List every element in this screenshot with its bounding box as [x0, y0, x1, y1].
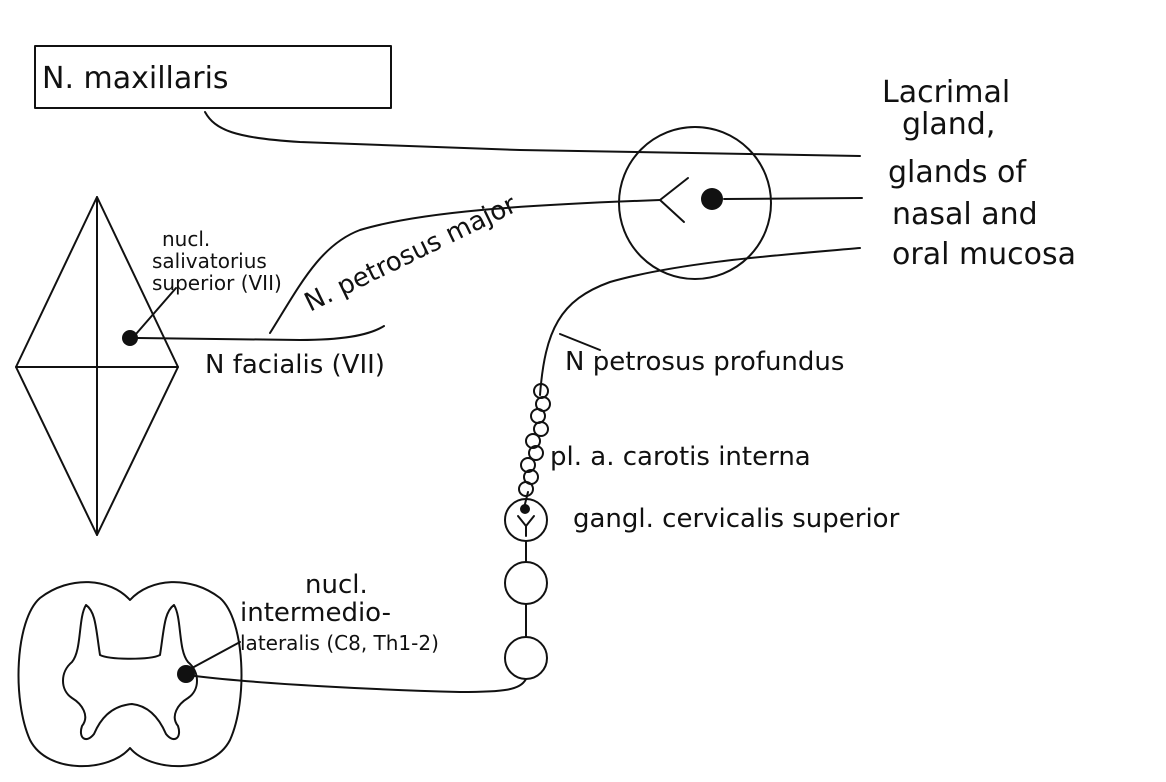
synapse-fork: [659, 177, 689, 223]
sympathetic-ganglion-middle: [504, 561, 548, 605]
n-maxillaris-label: N. maxillaris: [42, 61, 229, 96]
carotid-plexus: [518, 383, 551, 497]
n-petrosus-major-label: N. petrosus major: [300, 190, 522, 319]
gangl-cervicalis-label: gangl. cervicalis superior: [573, 504, 900, 534]
target-label-2: gland,: [902, 107, 995, 142]
target-label-5: oral mucosa: [892, 237, 1076, 272]
nucl-intermediolateralis-label-2: intermedio-: [240, 598, 391, 628]
n-petrosus-major-nerve: [269, 199, 661, 334]
n-maxillaris-box: [34, 45, 392, 109]
n-maxillaris-nerve: [204, 111, 861, 157]
nucl-intermediolateralis-label-3: lateralis (C8, Th1-2): [240, 631, 439, 655]
target-label-1: Lacrimal: [882, 75, 1010, 110]
nucl-intermediolateralis-dot: [177, 665, 195, 683]
nucl-intermediolateralis-label-1: nucl.: [305, 570, 368, 600]
target-label-4: nasal and: [892, 197, 1038, 232]
n-petrosus-profundus-label: N petrosus profundus: [565, 347, 844, 377]
nucl-salivatorius-label-3: superior (VII): [152, 271, 282, 295]
gangl-cell-body: [520, 504, 530, 514]
postganglionic-fiber: [723, 197, 863, 200]
nucl-salivatorius-pointer: [135, 287, 177, 335]
sympathetic-trunk: [459, 540, 527, 693]
n-facialis-label: N facialis (VII): [205, 350, 385, 380]
gangl-synapse-fork: [517, 515, 535, 537]
postganglionic-sympathetic-fiber: [524, 491, 529, 505]
pterygopalatine-ganglion: [618, 126, 772, 280]
ganglion-cell-body: [701, 188, 723, 210]
n-petrosus-profundus-pointer: [559, 333, 601, 351]
sympathetic-ganglion-lower: [504, 636, 548, 680]
nucl-salivatorius-label-1: nucl.: [162, 227, 210, 251]
preganglionic-sympathetic-fiber: [194, 675, 461, 693]
target-label-3: glands of: [888, 155, 1027, 190]
nucl-salivatorius-dot: [122, 330, 138, 346]
spinal-cord-outline: [17, 581, 243, 768]
n-petrosus-profundus-nerve: [539, 247, 861, 396]
pl-carotis-label: pl. a. carotis interna: [550, 442, 811, 472]
nucl-intermediolateralis-pointer: [191, 641, 241, 669]
nucl-salivatorius-label-2: salivatorius: [152, 249, 267, 273]
n-facialis-nerve: [137, 325, 385, 341]
spinal-cord-gray-matter: [62, 604, 198, 741]
